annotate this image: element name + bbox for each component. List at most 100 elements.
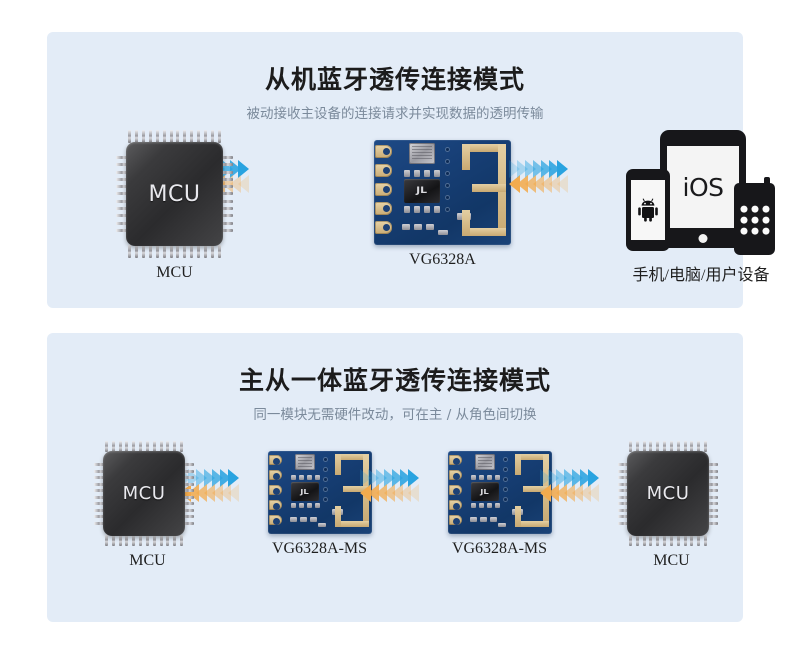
pcb-via xyxy=(323,458,327,461)
pcb-via xyxy=(323,468,327,471)
node-label-mcu-left: MCU xyxy=(156,264,193,281)
node-module-vg6328a: JL VG63 xyxy=(365,140,520,269)
ic-logo-mark: JL xyxy=(480,487,489,496)
chevron-right-icon xyxy=(360,469,371,487)
ic-logo-mark: JL xyxy=(416,186,428,196)
chevron-right-icon xyxy=(212,469,223,487)
chevron-left-icon xyxy=(228,484,239,502)
pcb-via xyxy=(503,468,507,471)
mcu-chip-graphic: MCU xyxy=(599,441,744,546)
pcb-trace-antenna xyxy=(462,144,470,170)
pcb-via xyxy=(503,488,507,491)
smd-component xyxy=(478,503,484,508)
chevron-right-icon xyxy=(548,469,559,487)
smd-component xyxy=(309,517,317,522)
pcb-trace-antenna xyxy=(462,228,506,236)
mcu-body-text: MCU xyxy=(122,483,166,504)
mcu-pins-right xyxy=(707,463,718,525)
chevron-right-icon xyxy=(230,160,241,178)
ios-label: iOS xyxy=(682,172,725,202)
keypad-key xyxy=(762,216,769,224)
chevron-right-icon xyxy=(549,160,560,178)
mcu-pins-top xyxy=(629,441,707,452)
chevron-left-icon xyxy=(360,484,371,502)
smd-component xyxy=(489,517,497,522)
smd-component xyxy=(298,475,304,480)
smd-component xyxy=(434,170,440,177)
pcb-trace-antenna xyxy=(334,506,341,527)
chevron-left-icon xyxy=(517,175,528,193)
chevron-right-icon xyxy=(564,469,575,487)
chevron-right-icon xyxy=(392,469,403,487)
chevron-left-icon xyxy=(188,484,199,502)
smd-component xyxy=(497,523,506,527)
chevron-right-icon xyxy=(196,469,207,487)
bluetooth-soc-ic: JL xyxy=(470,482,499,501)
chevron-right-icon xyxy=(222,160,233,178)
arrow-row-forward xyxy=(509,160,568,178)
tablet-screen: iOS xyxy=(667,146,739,228)
android-robot-icon xyxy=(638,198,658,222)
chevron-left-icon xyxy=(400,484,411,502)
castellated-pad xyxy=(448,485,462,495)
chevron-left-icon xyxy=(368,484,379,502)
chevron-right-icon xyxy=(220,469,231,487)
data-flow-arrows-1 xyxy=(180,469,239,502)
keypad-key xyxy=(762,227,769,235)
pcb-via xyxy=(503,458,507,461)
crystal-oscillator xyxy=(294,454,315,470)
chevron-right-icon xyxy=(376,469,387,487)
mcu-body-text: MCU xyxy=(646,483,690,504)
pcb-trace-antenna xyxy=(334,454,341,475)
pcb-via xyxy=(323,488,327,491)
chevron-left-icon xyxy=(204,484,215,502)
keypad-key xyxy=(740,216,747,224)
chevron-left-icon xyxy=(557,175,568,193)
arrow-row-reverse xyxy=(509,175,568,193)
chevron-left-icon xyxy=(220,484,231,502)
smd-component xyxy=(438,230,448,235)
mcu-pins-right xyxy=(220,156,233,232)
smd-component xyxy=(424,170,430,177)
smd-component xyxy=(424,206,430,213)
smd-component xyxy=(414,206,420,213)
keypad-key xyxy=(740,227,747,235)
panel-subtitle: 同一模块无需硬件改动，可在主 / 从角色间切换 xyxy=(253,407,537,423)
chevron-right-icon xyxy=(556,469,567,487)
chevron-left-icon xyxy=(212,484,223,502)
smd-component xyxy=(404,170,410,177)
pcb-via xyxy=(503,478,507,481)
smd-component xyxy=(434,206,440,213)
smd-component xyxy=(469,517,477,522)
node-mcu-right: MCU MCU xyxy=(599,441,744,570)
panel-subtitle: 被动接收主设备的连接请求并实现数据的透明传输 xyxy=(246,106,544,122)
chevron-left-icon xyxy=(533,175,544,193)
chevron-right-icon xyxy=(368,469,379,487)
smd-component xyxy=(290,503,296,508)
pcb-trace-antenna xyxy=(514,454,549,460)
keypad-key xyxy=(751,205,758,213)
chevron-left-icon xyxy=(564,484,575,502)
smd-component xyxy=(404,206,410,213)
mcu-body-text: MCU xyxy=(148,181,201,207)
chevron-right-icon xyxy=(509,160,520,178)
arrow-row-reverse xyxy=(540,484,599,502)
pcb-trace-antenna xyxy=(334,521,369,527)
data-flow-arrows-2 xyxy=(360,469,419,502)
arrow-row-forward xyxy=(540,469,599,487)
crystal-oscillator xyxy=(409,143,435,164)
castellated-pad xyxy=(375,183,392,196)
crystal-oscillator xyxy=(474,454,495,470)
castellated-pad xyxy=(448,515,462,525)
chevron-left-icon xyxy=(408,484,419,502)
pcb-trace-antenna xyxy=(334,454,369,460)
mcu-pins-bottom xyxy=(629,535,707,546)
smd-component xyxy=(486,475,492,480)
pcb-via xyxy=(446,196,449,199)
pcb-trace-antenna xyxy=(514,506,521,527)
castellated-pad xyxy=(268,455,282,465)
chevron-left-icon xyxy=(509,175,520,193)
arrow-row-reverse xyxy=(360,484,419,502)
castellated-pad xyxy=(268,500,282,510)
mcu-package-body: MCU xyxy=(126,142,223,246)
